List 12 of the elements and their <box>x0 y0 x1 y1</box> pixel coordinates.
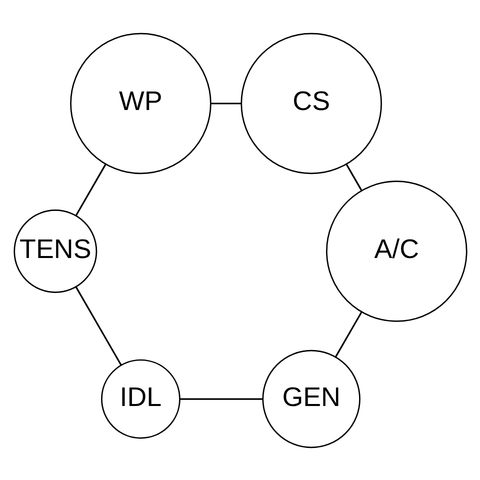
connector <box>180 398 262 400</box>
connector <box>210 102 241 104</box>
node-circle: WP <box>70 32 211 174</box>
connector <box>74 286 122 366</box>
node-circle: A/C <box>326 180 467 322</box>
connector <box>74 163 106 216</box>
connector <box>345 164 362 190</box>
node-circle: GEN <box>262 349 360 448</box>
node-circle: CS <box>240 32 382 174</box>
node-circle: IDL <box>100 358 180 438</box>
connector <box>334 311 362 357</box>
node-circle: TENS <box>13 209 97 292</box>
